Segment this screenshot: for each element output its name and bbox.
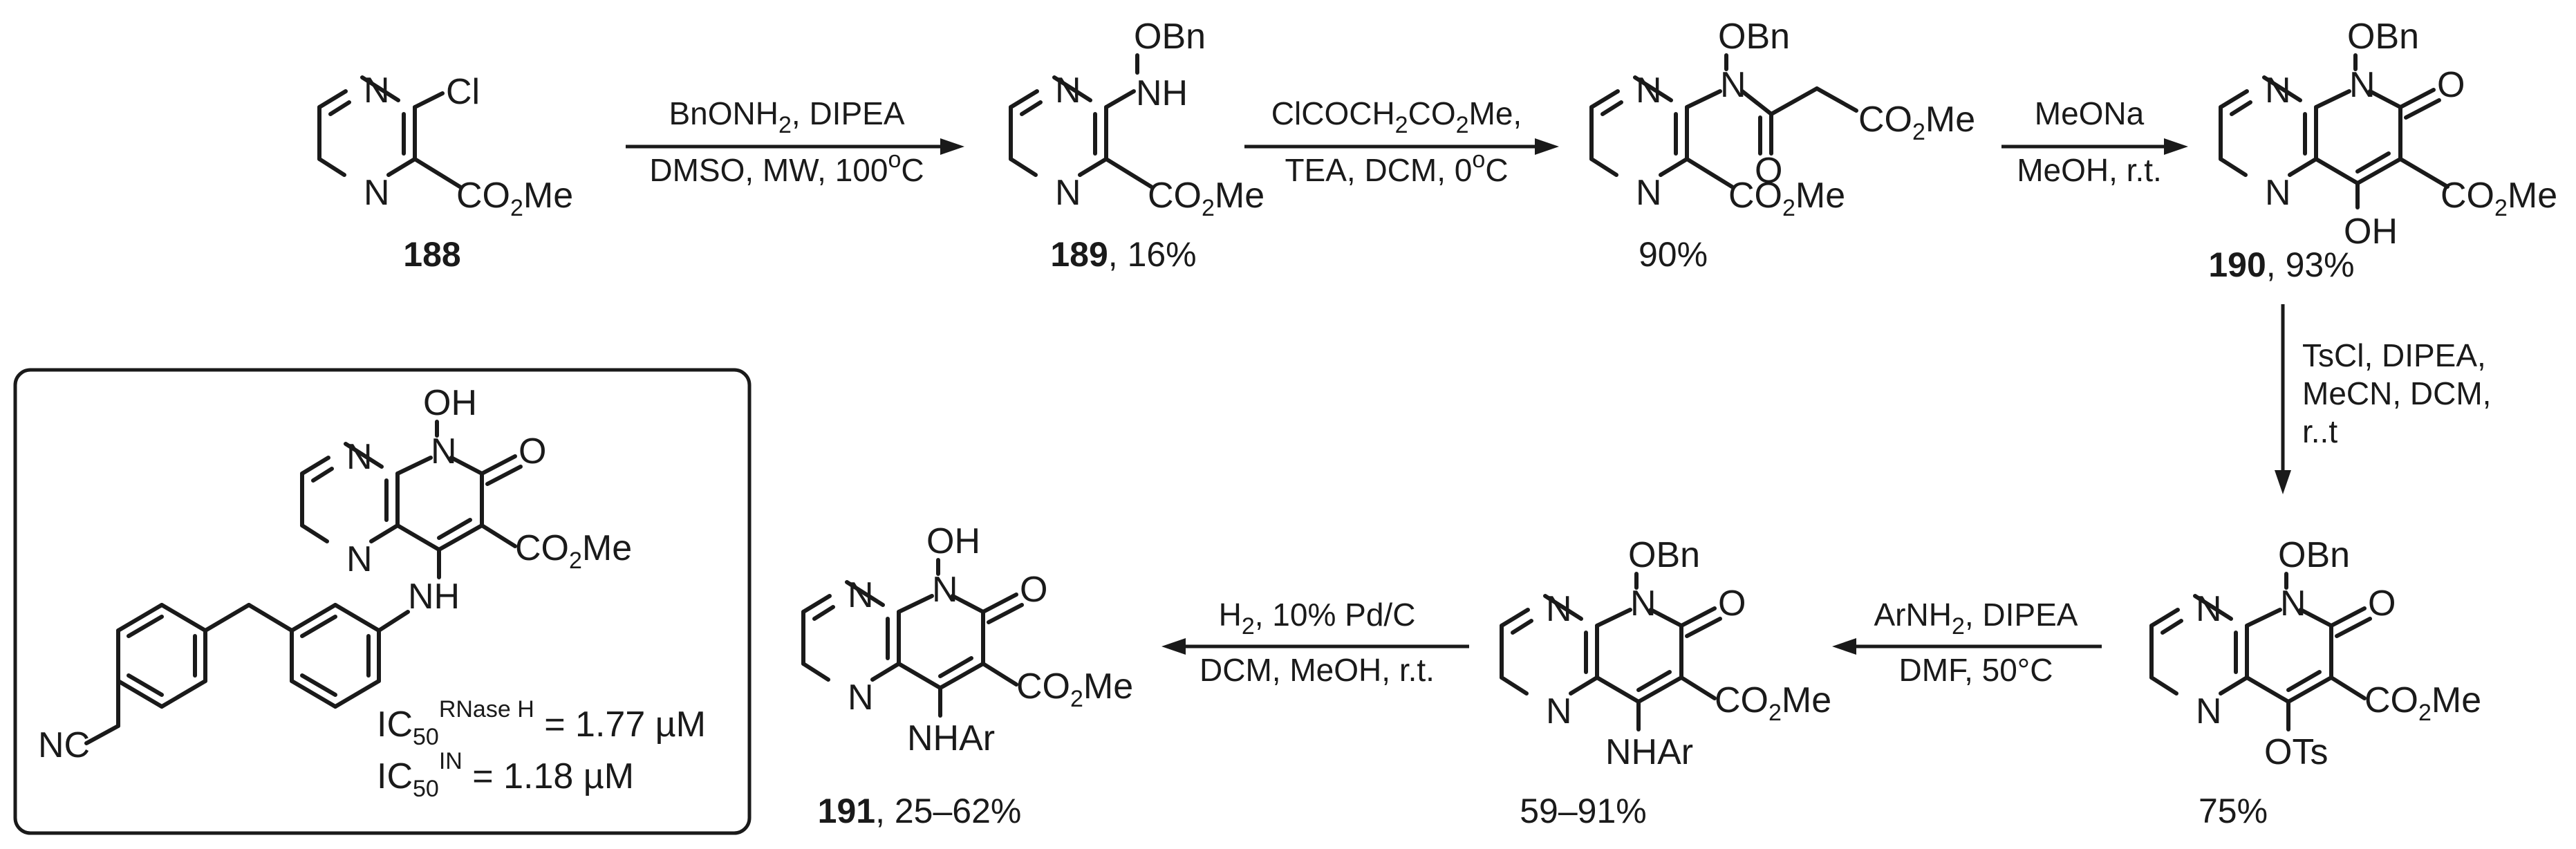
n-atom: N xyxy=(1546,691,1572,731)
nh-group: NH xyxy=(1136,73,1188,113)
compound-arylamine: N N N OBn O CO2Me NHAr 59–91% xyxy=(1500,535,1831,830)
compound-189-bonds xyxy=(1009,53,1153,189)
n-atom: N xyxy=(364,173,390,213)
ring-n-atom: N xyxy=(932,570,958,610)
ic50-rnase-h-value: IC50RNase H = 1.77 µM xyxy=(377,696,706,750)
n-atom: N xyxy=(346,437,373,477)
compound-arylamine-bonds xyxy=(1500,572,1722,731)
conditions-bottom: MeOH, r.t. xyxy=(2017,152,2162,188)
compound-label: 189, 16% xyxy=(1050,235,1196,274)
n-atom: N xyxy=(848,575,874,615)
conditions-bottom: TEA, DCM, 0oC xyxy=(1285,147,1508,188)
n-atom: N xyxy=(2196,691,2222,731)
methyl-ester-group: CO2Me xyxy=(456,176,573,221)
reagents-line-2: MeCN, DCM, xyxy=(2302,375,2491,411)
reaction-arrow-2: ClCOCH2CO2Me, TEA, DCM, 0oC xyxy=(1244,95,1559,188)
inset-compound-bonds xyxy=(84,420,523,745)
compound-label: 191, 25–62% xyxy=(818,792,1022,830)
side-chain-ester-group: CO2Me xyxy=(1858,100,1975,145)
ic50-in-value: IC50IN = 1.18 µM xyxy=(377,748,634,802)
hydroxy-group: OH xyxy=(926,521,980,561)
compound-tosylate: N N N OBn O CO2Me OTs 75% xyxy=(2149,535,2481,830)
compound-190: N N N OBn O CO2Me OH 190, 93% xyxy=(2208,17,2557,284)
ring-n-atom: N xyxy=(431,431,457,472)
obn-group: OBn xyxy=(1134,17,1206,57)
n-atom: N xyxy=(1636,71,1662,111)
obn-group: OBn xyxy=(2278,535,2350,575)
reagents-top: ClCOCH2CO2Me, xyxy=(1271,95,1522,138)
chloro-substituent: Cl xyxy=(446,72,480,112)
n-atom: N xyxy=(1636,173,1662,213)
methyl-ester-group: CO2Me xyxy=(1728,176,1845,221)
carbonyl-o: O xyxy=(1755,151,1782,191)
arylamino-group: NHAr xyxy=(1605,732,1693,772)
yield-label: 75% xyxy=(2199,792,2268,830)
arylamino-group: NHAr xyxy=(907,718,995,758)
obn-group: OBn xyxy=(1628,535,1700,575)
reagents-line-1: TsCl, DIPEA, xyxy=(2302,337,2486,373)
yield-label: 59–91% xyxy=(1520,792,1647,830)
hydroxy-group: OH xyxy=(2344,212,2398,252)
n-atom: N xyxy=(2196,589,2222,629)
carbonyl-o: O xyxy=(2368,584,2396,624)
compound-188: N N Cl CO2Me 188 xyxy=(317,71,573,274)
compound-amide-bonds xyxy=(1589,53,1858,189)
methyl-ester-group: CO2Me xyxy=(1016,666,1133,712)
compound-191: N N N OH O CO2Me NHAr 191, 25–62% xyxy=(801,521,1133,830)
reaction-arrow-3: MeONa MeOH, r.t. xyxy=(2001,95,2188,188)
reagents-top: MeONa xyxy=(2035,95,2145,131)
nh-linker: NH xyxy=(408,577,460,617)
n-atom: N xyxy=(1055,173,1081,213)
compound-tosylate-bonds xyxy=(2149,572,2372,731)
compound-188-bonds xyxy=(317,75,462,189)
n-atom: N xyxy=(364,71,390,111)
nitrile-group: NC xyxy=(38,725,90,765)
methyl-ester-group: CO2Me xyxy=(2364,680,2481,726)
inset-frame xyxy=(13,368,752,835)
n-atom: N xyxy=(2265,173,2291,213)
n-atom: N xyxy=(346,539,373,579)
n-atom: N xyxy=(1055,71,1081,111)
tosylate-group: OTs xyxy=(2264,732,2328,772)
carbonyl-o: O xyxy=(1020,570,1047,610)
conditions-bottom: DCM, MeOH, r.t. xyxy=(1200,652,1435,688)
reagents-line-3: r..t xyxy=(2302,413,2337,449)
compound-190-bonds xyxy=(2219,53,2449,209)
compound-191-bonds xyxy=(801,558,1024,718)
n-atom: N xyxy=(2265,71,2291,111)
carbonyl-o: O xyxy=(2437,65,2465,105)
reagents-top: BnONH2, DIPEA xyxy=(669,95,904,138)
reaction-arrow-1: BnONH2, DIPEA DMSO, MW, 100oC xyxy=(626,95,964,188)
ring-n-atom: N xyxy=(1630,584,1656,624)
reaction-arrow-5: ArNH2, DIPEA DMF, 50°C xyxy=(1832,597,2102,688)
amide-n-atom: N xyxy=(1720,65,1746,105)
conditions-bottom: DMSO, MW, 100oC xyxy=(649,147,924,188)
obn-group: OBn xyxy=(1718,17,1790,57)
methyl-ester-group: CO2Me xyxy=(1148,176,1264,221)
inset-box: N N N OH O CO2Me NH NC IC50RNase H = 1.7… xyxy=(13,368,752,835)
reagents-top: ArNH2, DIPEA xyxy=(1874,597,2078,640)
carbonyl-o: O xyxy=(519,431,546,472)
reaction-arrow-4: TsCl, DIPEA, MeCN, DCM, r..t xyxy=(2275,304,2491,494)
compound-amide-intermediate: N N N OBn O CO2Me CO2Me 90% xyxy=(1589,17,1975,274)
ring-n-atom: N xyxy=(2349,65,2376,105)
reagents-top: H2, 10% Pd/C xyxy=(1219,597,1416,640)
obn-group: OBn xyxy=(2347,17,2419,57)
methyl-ester-group: CO2Me xyxy=(2440,176,2557,221)
conditions-bottom: DMF, 50°C xyxy=(1899,652,2053,688)
hydroxy-group: OH xyxy=(423,383,477,423)
compound-189: N N NH OBn CO2Me 189, 16% xyxy=(1009,17,1264,274)
methyl-ester-group: CO2Me xyxy=(515,528,632,574)
carbonyl-o: O xyxy=(1718,584,1746,624)
ring-n-atom: N xyxy=(2280,584,2306,624)
compound-label: 190, 93% xyxy=(2208,245,2354,284)
yield-label: 90% xyxy=(1639,235,1708,274)
n-atom: N xyxy=(848,678,874,718)
reaction-arrow-6: H2, 10% Pd/C DCM, MeOH, r.t. xyxy=(1161,597,1469,688)
n-atom: N xyxy=(1546,589,1572,629)
compound-label: 188 xyxy=(403,235,460,274)
methyl-ester-group: CO2Me xyxy=(1715,680,1831,726)
